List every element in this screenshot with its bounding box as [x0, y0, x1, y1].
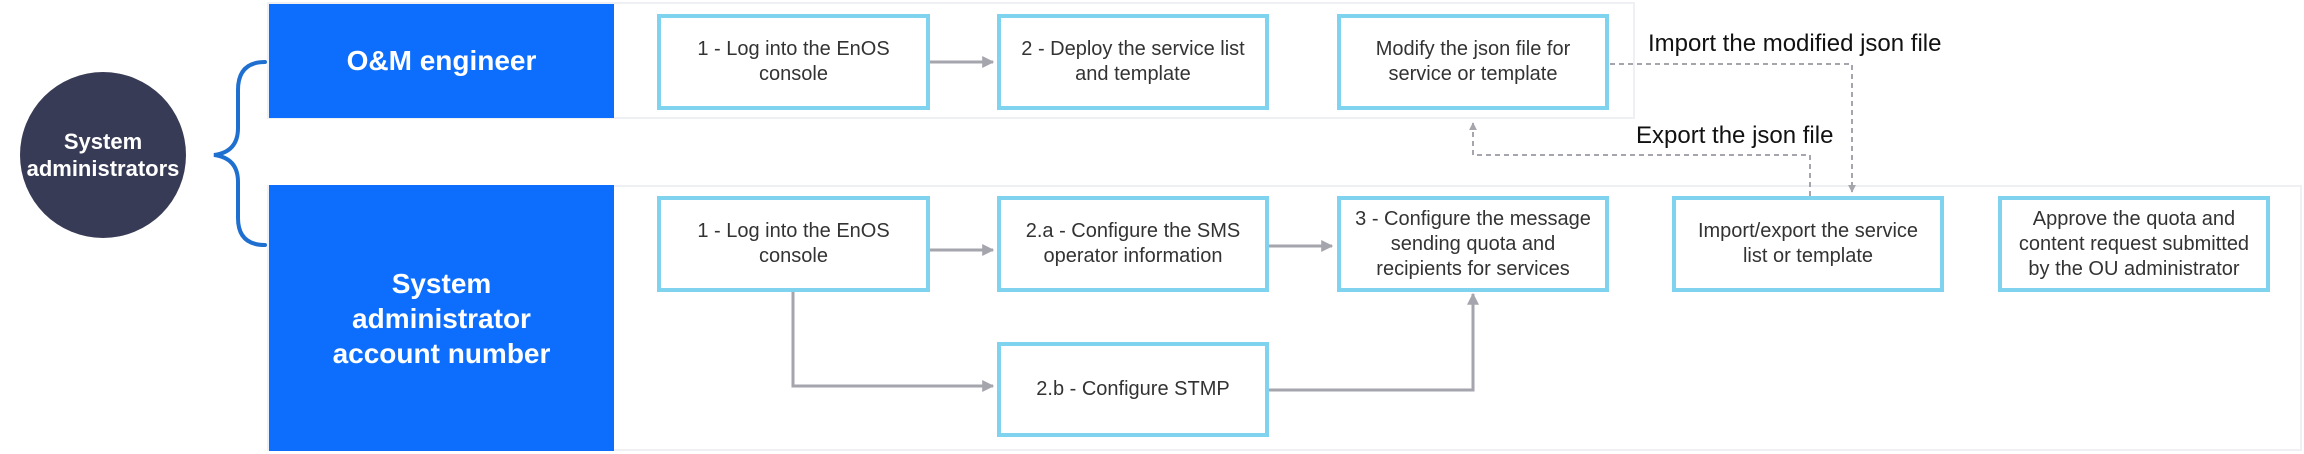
step-sa-quota: 3 - Configure the message sending quota …: [1337, 196, 1609, 292]
arrow-sa-login-to-stmp: [791, 292, 995, 392]
arrow-export-json: [1469, 122, 1811, 196]
lane-om-label: O&M engineer: [269, 4, 614, 118]
system-administrators-node: System administrators: [20, 72, 186, 238]
arrow-import-modified-json: [1610, 63, 1856, 193]
export-json-annotation: Export the json file: [1636, 122, 1834, 149]
step-sa-sms: 2.a - Configure the SMS operator informa…: [997, 196, 1269, 292]
step-om-deploy: 2 - Deploy the service list and template: [997, 14, 1269, 110]
step-om-modify: Modify the json file for service or temp…: [1337, 14, 1609, 110]
grouping-brace: [213, 60, 267, 247]
step-sa-login: 1 - Log into the EnOS console: [657, 196, 930, 292]
step-sa-approve: Approve the quota and content request su…: [1998, 196, 2270, 292]
lane-sysadmin-label: System administrator account number: [269, 185, 614, 451]
step-sa-stmp: 2.b - Configure STMP: [997, 342, 1269, 437]
step-sa-import-export: Import/export the service list or templa…: [1672, 196, 1944, 292]
arrow-sa-stmp-to-quota: [1268, 292, 1479, 392]
step-om-login: 1 - Log into the EnOS console: [657, 14, 930, 110]
import-json-annotation: Import the modified json file: [1648, 30, 1942, 57]
